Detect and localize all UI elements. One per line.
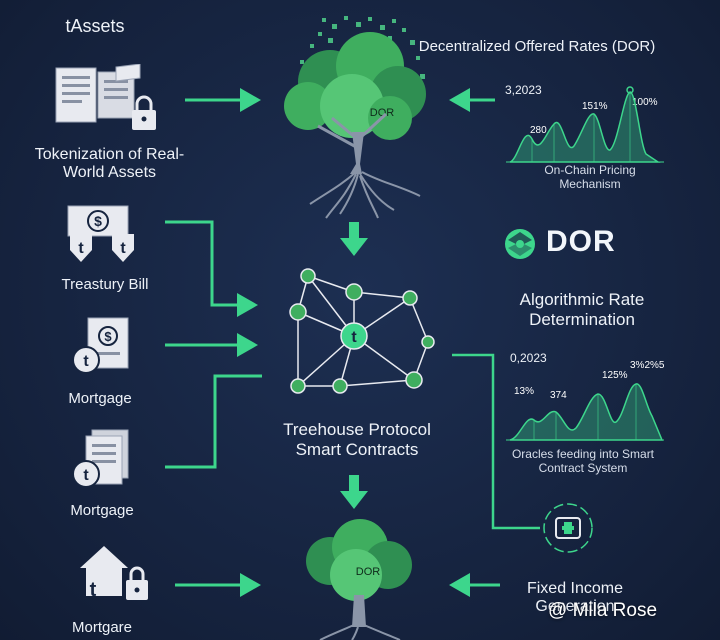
asset-label-mortgage-2: Mortgage <box>70 502 134 519</box>
tree-roots <box>309 171 421 219</box>
chart-label: 13% <box>514 386 534 397</box>
oracle-chart: 13% 374 125% 3%2%5 <box>506 360 665 441</box>
network-node <box>300 268 316 284</box>
network-node <box>405 371 423 389</box>
network-hub-node <box>340 322 368 350</box>
chart-label: 125% <box>602 370 628 381</box>
chart-top-year: 3,2023 <box>505 83 542 97</box>
dor-brand-name: DOR <box>546 225 616 258</box>
chart-label: 151% <box>582 101 608 112</box>
chart-mid-year: 0,2023 <box>510 351 547 365</box>
network-node <box>402 290 418 306</box>
network-node <box>421 335 435 349</box>
tokenization-label: Tokenization of Real-World Assets <box>34 146 185 182</box>
tokenization-documents-icon <box>55 64 156 130</box>
svg-text:$: $ <box>94 213 102 229</box>
watermark: @ Mila Rose <box>548 600 658 621</box>
bottom-tree-icon: DOR <box>306 519 412 640</box>
pricing-chart: 280 151% 100% <box>506 86 664 163</box>
dor-title: Decentralized Offered Rates (DOR) <box>418 38 656 55</box>
asset-label-mortgage-1: Mortgage <box>68 390 132 407</box>
chart-label: 280 <box>530 125 547 136</box>
arrow-tree-to-network <box>340 222 368 256</box>
dor-logo-icon <box>505 229 535 259</box>
asset-label-mortgare: Mortgare <box>71 619 133 636</box>
tree-canopy <box>306 519 412 601</box>
house-lock-icon: t <box>80 546 148 601</box>
dollar-bill-icon: $ t t <box>67 205 134 262</box>
line-treasury-to-network <box>165 220 258 317</box>
dollar-document-icon: $ t <box>72 317 129 374</box>
smart-contract-network-icon: t <box>289 268 435 394</box>
network-node <box>345 283 363 301</box>
fixed-income-label: Fixed Income Generation <box>526 580 624 616</box>
tassets-title: tAssets <box>65 16 125 36</box>
arrow-network-to-bottom-tree <box>340 475 368 509</box>
network-node <box>290 378 306 394</box>
token-glyph: t <box>120 240 126 257</box>
network-node <box>332 378 348 394</box>
line-network-to-oracle <box>452 353 540 530</box>
chart-label: 374 <box>550 390 567 401</box>
token-glyph: t <box>78 240 84 257</box>
smart-contracts-label: Treehouse Protocol Smart Contracts <box>283 420 431 459</box>
chart-label: 100% <box>632 97 658 108</box>
bottom-tree-label: DOR <box>356 566 381 578</box>
oracle-caption: Oracles feeding into Smart Contract Syst… <box>511 447 655 475</box>
algorithmic-label: Algorithmic Rate Determination <box>519 290 645 329</box>
tree-trunk <box>352 595 366 627</box>
line-mortgage2-to-network <box>165 374 262 469</box>
token-glyph: t <box>83 353 89 370</box>
top-tree-label: DOR <box>370 107 395 119</box>
svg-text:$: $ <box>104 329 112 344</box>
asset-label-treasury: Treastury Bill <box>61 276 149 293</box>
token-glyph: t <box>90 579 97 601</box>
oracle-icon <box>543 503 593 553</box>
pricing-caption: On-Chain Pricing Mechanism <box>544 163 636 191</box>
network-node <box>289 303 307 321</box>
token-glyph: t <box>83 467 89 484</box>
tree-roots <box>319 624 401 640</box>
tree-trunk <box>350 132 364 174</box>
network-hub-glyph: t <box>351 329 357 346</box>
document-icon: t <box>72 429 129 488</box>
top-tree-icon: DOR <box>284 16 426 219</box>
chart-label: 3%2%5 <box>630 360 665 371</box>
